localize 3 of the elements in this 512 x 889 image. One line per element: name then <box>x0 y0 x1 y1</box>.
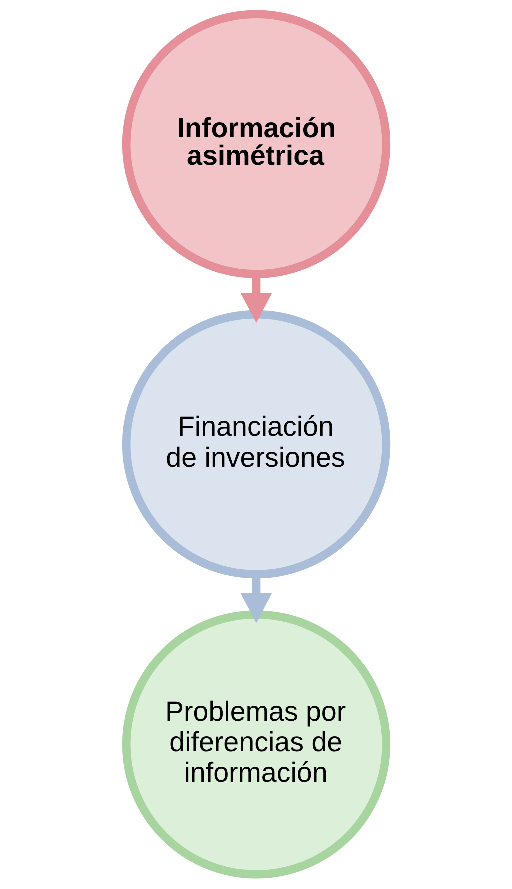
node-circle: Financiación de inversiones <box>122 310 390 579</box>
node-circle: Problemas por diferencias de información <box>122 610 390 879</box>
node-circle: Información asimétrica <box>122 10 390 278</box>
